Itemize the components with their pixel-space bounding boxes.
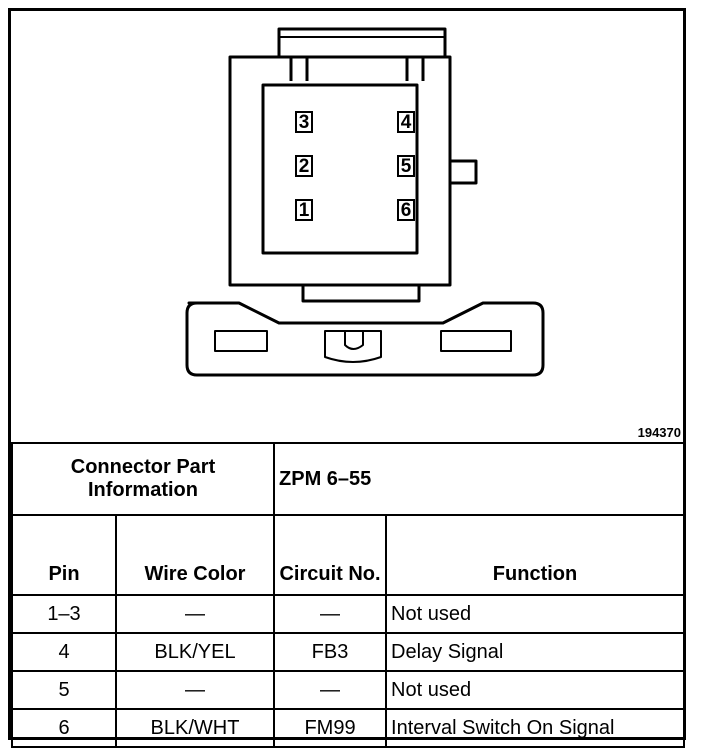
- connector-outline: [185, 27, 545, 377]
- row-circuit-no: —: [273, 670, 388, 710]
- row-wire-color: BLK/WHT: [114, 708, 276, 748]
- header-circuit-no: Circuit No.: [273, 514, 388, 596]
- table-row: 4 BLK/YEL FB3 Delay Signal: [11, 632, 686, 672]
- row-wire-color: —: [114, 594, 276, 634]
- row-pin: 5: [11, 670, 117, 710]
- table-row: 5 — — Not used: [11, 670, 686, 710]
- header-pin: Pin: [11, 514, 117, 596]
- row-pin: 4: [11, 632, 117, 672]
- row-circuit-no: FB3: [273, 632, 388, 672]
- table-row: 1–3 — — Not used: [11, 594, 686, 634]
- connector-drawing: 3 4 2 5 1 6 194370: [11, 11, 683, 443]
- table-row: 6 BLK/WHT FM99 Interval Switch On Signal: [11, 708, 686, 748]
- part-info-label: Connector Part Information: [10, 442, 276, 516]
- pin-4-label: 4: [397, 111, 415, 133]
- row-pin: 6: [11, 708, 117, 748]
- header-wire-color: Wire Color: [114, 514, 276, 596]
- row-function: Not used: [385, 594, 686, 634]
- row-circuit-no: —: [273, 594, 388, 634]
- part-info-value: ZPM 6–55: [273, 442, 686, 516]
- pin-5-label: 5: [397, 155, 415, 177]
- row-function: Interval Switch On Signal: [385, 708, 686, 748]
- row-circuit-no: FM99: [273, 708, 388, 748]
- pin-6-label: 6: [397, 199, 415, 221]
- row-pin: 1–3: [11, 594, 117, 634]
- figure-id: 194370: [637, 425, 681, 440]
- pin-1-label: 1: [295, 199, 313, 221]
- connector-frame: 3 4 2 5 1 6 194370 Connector Part Inform…: [8, 8, 686, 748]
- row-function: Delay Signal: [385, 632, 686, 672]
- row-wire-color: BLK/YEL: [114, 632, 276, 672]
- pin-2-label: 2: [295, 155, 313, 177]
- row-function: Not used: [385, 670, 686, 710]
- header-function: Function: [385, 514, 686, 596]
- pinout-table: Connector Part Information ZPM 6–55 Pin …: [10, 442, 686, 748]
- part-info-row: Connector Part Information ZPM 6–55: [10, 442, 686, 516]
- pin-3-label: 3: [295, 111, 313, 133]
- row-wire-color: —: [114, 670, 276, 710]
- header-row: Pin Wire Color Circuit No. Function: [11, 514, 686, 596]
